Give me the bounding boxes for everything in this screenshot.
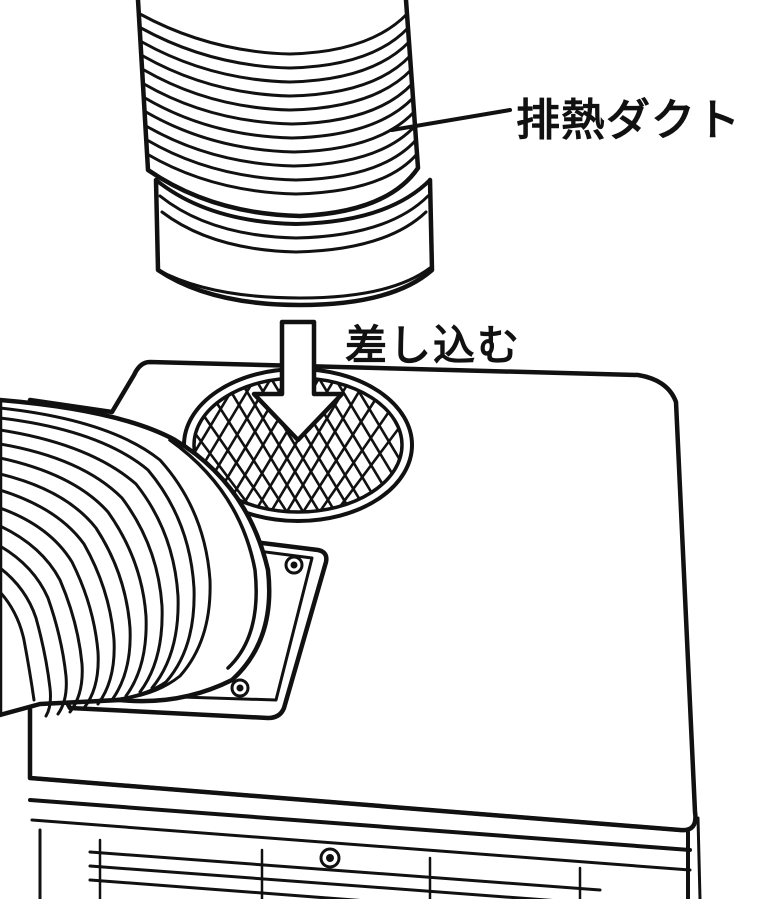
front-screw [319, 847, 341, 869]
left-duct [0, 397, 272, 718]
unit-front-face [28, 776, 702, 904]
filter-opening [182, 367, 414, 523]
insert-instruction-label: 差し込む [345, 321, 522, 370]
exhaust-duct [135, 0, 435, 308]
flange-screw-top [284, 555, 304, 575]
exhaust-duct-label: 排熱ダクト [516, 95, 741, 146]
down-arrow-icon [251, 319, 345, 443]
flange-screw-bottom [230, 678, 250, 698]
duct-leader-line [390, 108, 512, 132]
